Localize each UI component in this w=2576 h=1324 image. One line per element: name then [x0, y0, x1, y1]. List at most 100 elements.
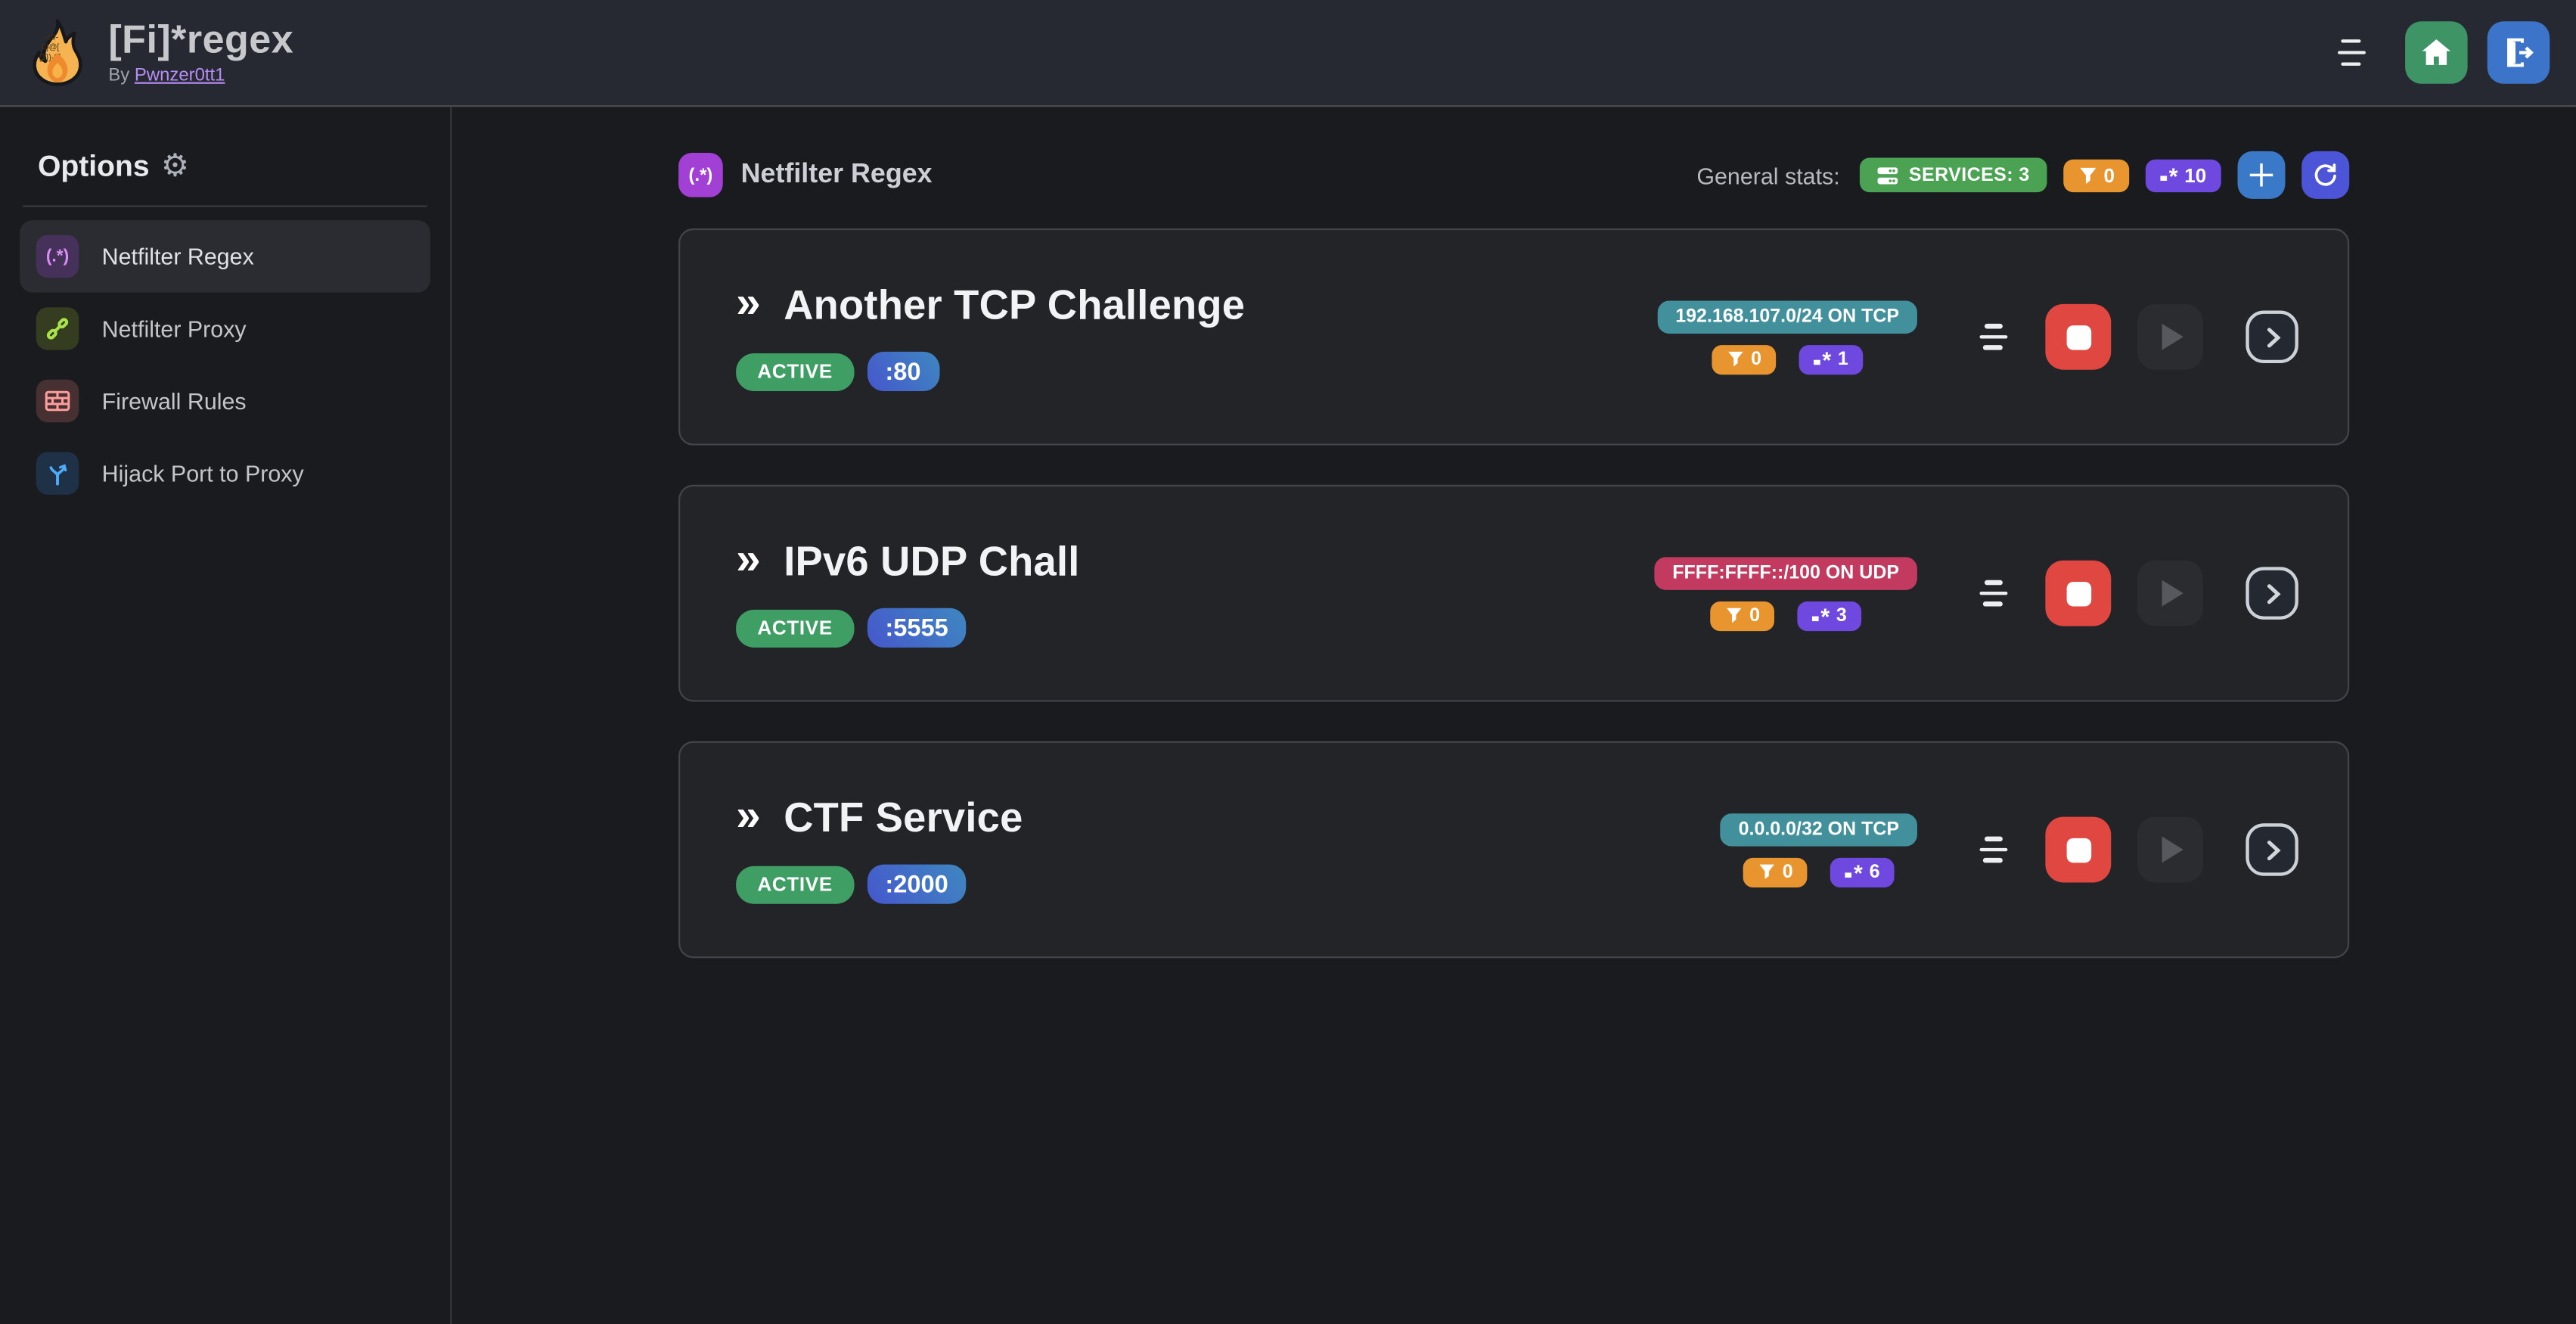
stop-service-button[interactable]	[2045, 303, 2112, 370]
regexes-count-value: 1	[1837, 349, 1848, 369]
start-service-button-disabled	[2137, 560, 2203, 626]
firegex-flame-logo: -z0- 0}@[ {1})-9]	[33, 19, 82, 86]
page-body: Options ⚙ (.*) Netfilter Regex	[0, 107, 2576, 1324]
menu-icon[interactable]	[2326, 28, 2376, 77]
split-arrow-icon	[36, 452, 79, 495]
services-count-badge: SERVICES: 3	[1859, 157, 2047, 193]
filters-count-value: 0	[1751, 349, 1761, 369]
refresh-button[interactable]	[2301, 151, 2350, 199]
filters-count-badge: 0	[1743, 856, 1808, 887]
stop-icon	[2065, 325, 2091, 350]
chevron-right-icon	[2266, 839, 2280, 860]
start-service-button-disabled	[2137, 816, 2203, 883]
service-cards: » Another TCP Challenge ACTIVE :80 192.1…	[678, 228, 2350, 959]
open-service-button[interactable]	[2245, 567, 2298, 620]
services-count-label: SERVICES: 3	[1908, 165, 2030, 185]
general-stats: General stats: SERVICES: 3	[1696, 151, 2350, 199]
stop-icon	[2065, 580, 2091, 606]
brick-wall-icon	[36, 379, 79, 423]
app-subtitle: By Pwnzer0tt1	[108, 65, 293, 85]
filters-count-badge: 0	[1709, 600, 1775, 631]
sidebar: Options ⚙ (.*) Netfilter Regex	[0, 107, 452, 1324]
logout-door-icon	[2507, 38, 2534, 67]
service-name: IPv6 UDP Chall	[784, 539, 1080, 586]
chevrons-marker-icon: »	[736, 533, 761, 584]
filters-total-badge: 0	[2062, 158, 2130, 192]
sidebar-divider	[23, 205, 427, 207]
sidebar-nav: (.*) Netfilter Regex Netfilter Pr	[20, 220, 431, 510]
sidebar-item-hijack-port[interactable]: Hijack Port to Proxy	[20, 437, 430, 510]
stop-service-button[interactable]	[2045, 816, 2112, 883]
plug-icon	[36, 307, 79, 350]
plus-icon	[2249, 163, 2273, 187]
refresh-icon	[2314, 163, 2336, 186]
filters-total-value: 0	[2103, 163, 2115, 187]
app-title: [Fi]*regex	[108, 18, 294, 64]
sidebar-item-label: Hijack Port to Proxy	[101, 460, 304, 486]
target-badge: FFFF:FFFF::/100 ON UDP	[1654, 556, 1917, 589]
play-icon	[2162, 580, 2183, 607]
regexes-total-value: 10	[2184, 163, 2207, 187]
chevron-right-icon	[2266, 327, 2280, 347]
sidebar-item-label: Netfilter Proxy	[101, 315, 247, 342]
sidebar-heading: Options ⚙	[20, 150, 430, 185]
regex-section-icon: (.*)	[678, 153, 723, 197]
sidebar-item-netfilter-proxy[interactable]: Netfilter Proxy	[20, 293, 430, 365]
regex-dot-star-icon	[2161, 163, 2178, 186]
regex-dot-star-icon	[1845, 860, 1863, 883]
filter-funnel-icon	[1759, 864, 1774, 880]
top-bar: -z0- 0}@[ {1})-9] [Fi]*regex By Pwnzer0t…	[0, 0, 2576, 107]
server-icon	[1877, 166, 1898, 184]
filters-count-value: 0	[1749, 605, 1760, 626]
regexes-total-badge: 10	[2146, 158, 2221, 192]
regex-dot-star-icon	[1813, 604, 1830, 626]
service-name: Another TCP Challenge	[784, 282, 1246, 329]
sidebar-item-label: Firewall Rules	[101, 387, 247, 415]
regex-icon: (.*)	[36, 235, 79, 278]
stop-service-button[interactable]	[2045, 560, 2112, 626]
card-menu-icon[interactable]	[1973, 573, 2013, 613]
brand-text: [Fi]*regex By Pwnzer0tt1	[108, 20, 293, 85]
stats-label: General stats:	[1696, 161, 1840, 188]
home-button[interactable]	[2405, 21, 2468, 84]
sidebar-item-firewall-rules[interactable]: Firewall Rules	[20, 365, 430, 437]
brand: -z0- 0}@[ {1})-9] [Fi]*regex By Pwnzer0t…	[23, 17, 293, 89]
port-badge: :5555	[867, 608, 967, 648]
logo-text-line: -z0-	[45, 33, 59, 42]
target-badge: 192.168.107.0/24 ON TCP	[1657, 300, 1917, 333]
by-label: By	[108, 65, 130, 85]
regexes-count-badge: 6	[1830, 856, 1895, 887]
status-badge: ACTIVE	[736, 352, 855, 390]
sidebar-item-netfilter-regex[interactable]: (.*) Netfilter Regex	[20, 220, 431, 293]
status-badge: ACTIVE	[736, 865, 855, 903]
play-icon	[2162, 323, 2183, 350]
home-icon	[2422, 39, 2451, 65]
add-service-button[interactable]	[2237, 151, 2286, 199]
regexes-count-badge: 3	[1797, 600, 1862, 631]
regexes-count-value: 6	[1869, 862, 1880, 882]
card-menu-icon[interactable]	[1973, 830, 2013, 869]
chevrons-marker-icon: »	[736, 790, 761, 840]
logo-text-line: 0}@[	[42, 43, 59, 52]
target-badge: 0.0.0.0/32 ON TCP	[1720, 813, 1917, 846]
service-name: CTF Service	[784, 795, 1023, 842]
open-service-button[interactable]	[2245, 310, 2298, 364]
service-card: » IPv6 UDP Chall ACTIVE :5555 FFFF:FFFF:…	[678, 484, 2350, 702]
filter-funnel-icon	[2079, 166, 2096, 183]
service-card: » Another TCP Challenge ACTIVE :80 192.1…	[678, 228, 2350, 446]
port-badge: :2000	[867, 864, 967, 904]
chevron-right-icon	[2266, 583, 2280, 604]
filter-funnel-icon	[1727, 351, 1743, 367]
play-icon	[2162, 836, 2183, 863]
author-link[interactable]: Pwnzer0tt1	[134, 65, 225, 85]
options-heading: Options	[37, 149, 150, 183]
regex-dot-star-icon	[1814, 347, 1832, 370]
gear-icon: ⚙	[160, 149, 189, 185]
chevrons-marker-icon: »	[736, 278, 761, 328]
section-header: (.*) Netfilter Regex General stats: SERV…	[678, 151, 2350, 199]
status-badge: ACTIVE	[736, 608, 855, 647]
open-service-button[interactable]	[2245, 823, 2298, 876]
card-menu-icon[interactable]	[1973, 317, 2013, 356]
logout-button[interactable]	[2487, 21, 2550, 84]
